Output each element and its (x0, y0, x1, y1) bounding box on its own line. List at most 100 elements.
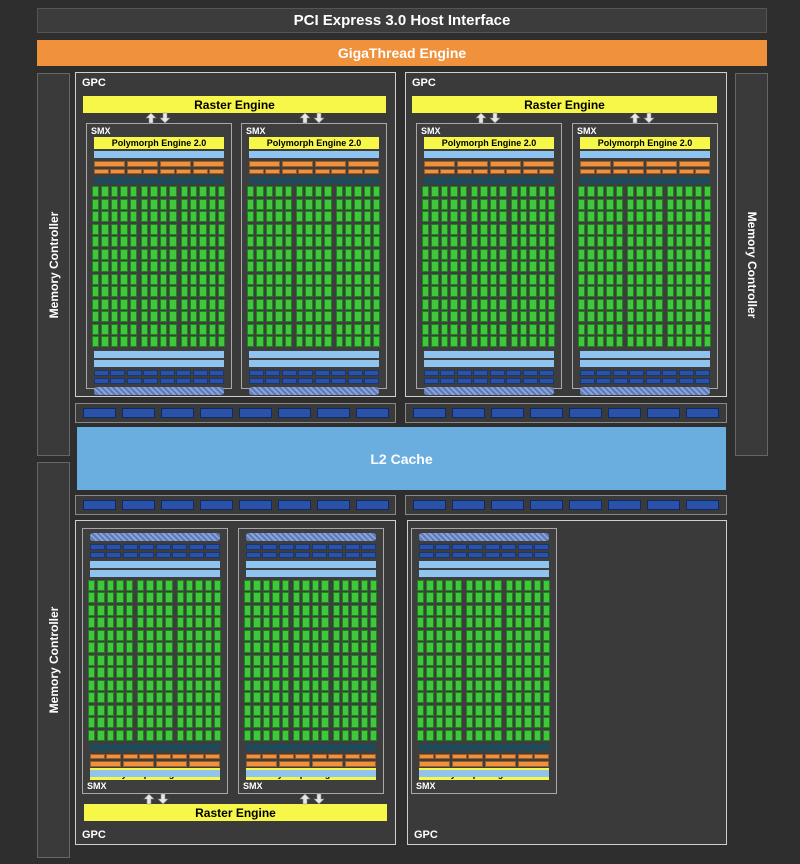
cuda-core (110, 198, 119, 210)
cuda-core (587, 198, 595, 210)
instruction-cache (424, 176, 554, 184)
cuda-core (578, 286, 586, 297)
smx-label: SMX (416, 781, 436, 791)
cuda-core (332, 604, 340, 616)
cuda-core (370, 692, 378, 703)
cuda-core (645, 223, 654, 235)
cuda-core (354, 236, 362, 247)
cuda-core (363, 323, 372, 335)
l2-cache-slice (569, 500, 602, 510)
cuda-core (704, 286, 712, 297)
texture-unit (122, 543, 138, 550)
register-file (90, 570, 220, 577)
cuda-core (587, 248, 595, 260)
cuda-core (116, 704, 124, 716)
cuda-core (311, 729, 320, 741)
cuda-core (480, 186, 488, 197)
cuda-core (146, 617, 154, 628)
texture-unit (94, 369, 109, 376)
cuda-core (125, 717, 133, 728)
cuda-core (533, 592, 542, 603)
cuda-core (159, 236, 168, 247)
dispatch-unit (501, 753, 517, 759)
cuda-core (426, 717, 434, 728)
cuda-core (360, 717, 369, 728)
cuda-core (351, 642, 359, 653)
cuda-core (354, 311, 362, 322)
cuda-core (499, 298, 507, 310)
l2-cache-slices-bottom-right (405, 495, 727, 515)
raster-engine: Raster Engine (84, 804, 387, 821)
cuda-core (92, 223, 100, 235)
cuda-core (140, 273, 149, 285)
cuda-core (262, 629, 271, 641)
cuda-core (645, 298, 654, 310)
cuda-core (422, 198, 430, 210)
cuda-core (195, 654, 203, 666)
texture-unit (139, 543, 155, 550)
cuda-core (180, 311, 188, 322)
cuda-core (450, 186, 458, 197)
warp-scheduler (160, 160, 191, 167)
texture-unit (172, 552, 188, 558)
cuda-core (578, 223, 586, 235)
texture-unit (249, 369, 264, 376)
cuda-core (214, 642, 222, 653)
cuda-core (373, 336, 381, 347)
cuda-core (92, 311, 100, 322)
gpc-label: GPC (82, 829, 106, 841)
cuda-core (302, 704, 310, 716)
cuda-core (459, 186, 467, 197)
cuda-core (332, 629, 340, 641)
cuda-core (370, 729, 378, 741)
cuda-core (417, 579, 425, 591)
cuda-core (475, 692, 483, 703)
cuda-core (247, 186, 255, 197)
cuda-core (204, 592, 213, 603)
cuda-core (302, 654, 310, 666)
cuda-core (150, 298, 158, 310)
cuda-core (204, 579, 213, 591)
cuda-core (363, 248, 372, 260)
cuda-core (292, 604, 301, 616)
cuda-core (499, 248, 507, 260)
cuda-core (305, 223, 313, 235)
cuda-core (505, 717, 513, 728)
cuda-core (675, 311, 684, 322)
cuda-core (321, 642, 329, 653)
cuda-core (110, 323, 119, 335)
cuda-core (426, 579, 434, 591)
cuda-core (529, 236, 537, 247)
cuda-core (440, 311, 449, 322)
cuda-core (101, 211, 109, 222)
cuda-core (129, 311, 137, 322)
cuda-core (120, 298, 128, 310)
gigathread-engine: GigaThread Engine (37, 40, 767, 66)
cuda-core (587, 186, 595, 197)
warp-scheduler (193, 160, 224, 167)
texture-unit (645, 369, 661, 376)
cuda-core (431, 223, 439, 235)
cuda-core (524, 592, 532, 603)
texture-unit (126, 378, 142, 384)
texture-unit (440, 369, 456, 376)
cuda-core (373, 211, 381, 222)
cuda-core (445, 667, 453, 678)
cuda-core (120, 211, 128, 222)
l2-cache-slice (83, 500, 116, 510)
cuda-core (519, 236, 528, 247)
cuda-core (543, 717, 551, 728)
cuda-core (106, 617, 115, 628)
cuda-core (204, 717, 213, 728)
cuda-core (247, 336, 255, 347)
cuda-core (253, 692, 261, 703)
cuda-core (281, 579, 289, 591)
cuda-core (125, 579, 133, 591)
cuda-core (265, 236, 274, 247)
cuda-core (533, 579, 542, 591)
texture-unit (435, 552, 451, 558)
cuda-core (606, 261, 614, 272)
cuda-core (484, 579, 493, 591)
warp-scheduler (424, 160, 455, 167)
cuda-core (694, 211, 703, 222)
